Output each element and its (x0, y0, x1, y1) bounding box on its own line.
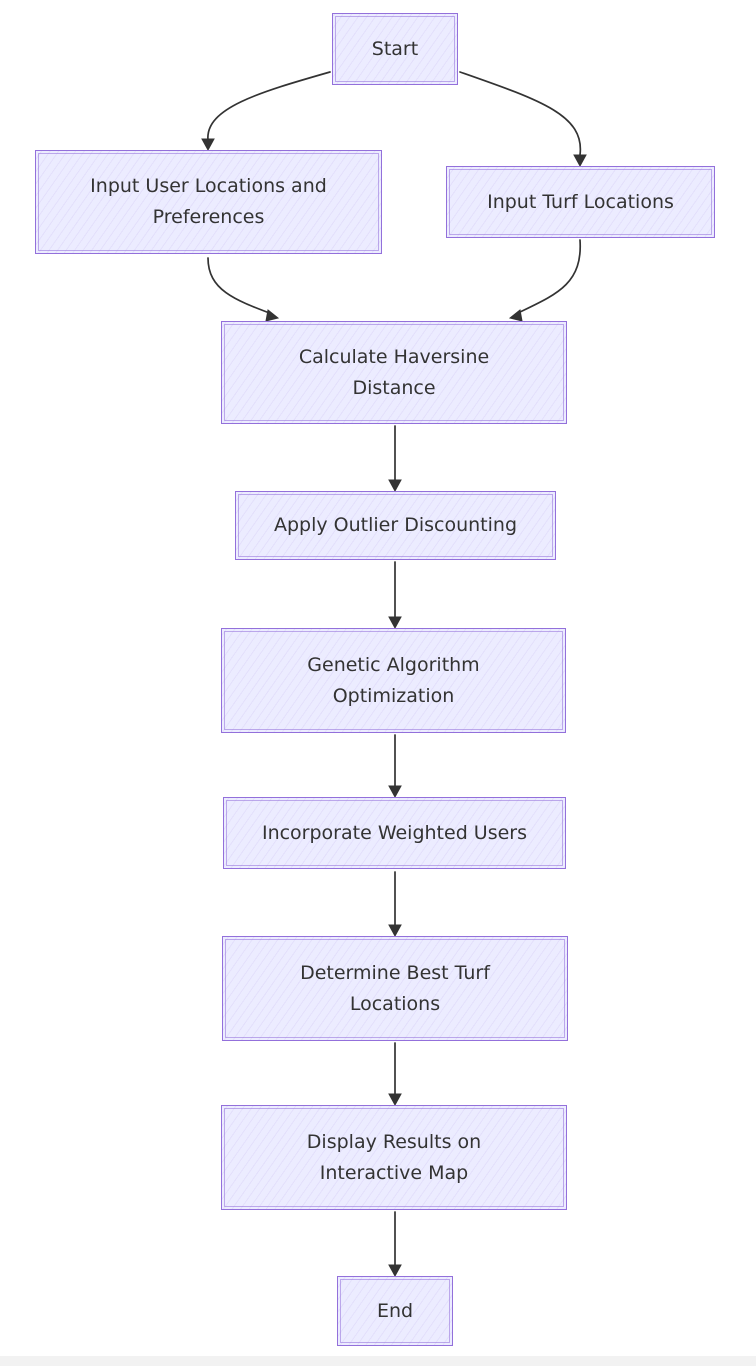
node-end-label: End (376, 1299, 414, 1322)
node-end[interactable]: End (337, 1276, 453, 1346)
node-determine-best-turf-label: Determine Best Turf Locations (300, 961, 490, 1015)
node-start-label: Start (371, 37, 419, 60)
node-display-results-label: Display Results on Interactive Map (306, 1130, 482, 1184)
node-incorporate-weighted-label: Incorporate Weighted Users (261, 821, 528, 844)
edge-start-to-input-user (207, 71, 331, 141)
edge-input-user-to-haversine (207, 257, 273, 315)
edge-start-to-input-turf (459, 71, 582, 156)
arrowhead-input-turf (573, 154, 587, 168)
node-determine-best-turf[interactable]: Determine Best Turf Locations (222, 936, 568, 1041)
node-apply-outlier[interactable]: Apply Outlier Discounting (235, 491, 556, 560)
arrowhead-input-user (201, 138, 215, 152)
node-input-turf-locations[interactable]: Input Turf Locations (446, 166, 715, 238)
node-genetic-algorithm-label: Genetic Algorithm Optimization (307, 653, 480, 707)
arrowhead-haversine-right (508, 309, 523, 322)
node-incorporate-weighted[interactable]: Incorporate Weighted Users (223, 797, 566, 869)
arrowhead-display (388, 1093, 402, 1107)
node-calculate-haversine[interactable]: Calculate Haversine Distance (221, 321, 567, 424)
node-input-turf-locations-label: Input Turf Locations (487, 190, 674, 213)
arrowhead-best-turf (388, 924, 402, 938)
arrowhead-end (388, 1264, 402, 1278)
node-apply-outlier-label: Apply Outlier Discounting (273, 514, 518, 536)
edge-input-turf-to-haversine (515, 239, 581, 315)
node-display-results[interactable]: Display Results on Interactive Map (221, 1105, 567, 1210)
node-calculate-haversine-label: Calculate Haversine Distance (298, 345, 490, 399)
bottom-strip (0, 1356, 756, 1366)
arrowhead-haversine-left (265, 309, 280, 322)
arrowhead-weighted (388, 785, 402, 799)
node-input-user-locations-label: Input User Locations and Preferences (90, 175, 327, 228)
node-start[interactable]: Start (332, 13, 458, 85)
arrowhead-outlier (388, 479, 402, 493)
node-input-user-locations[interactable]: Input User Locations and Preferences (35, 150, 382, 254)
node-genetic-algorithm[interactable]: Genetic Algorithm Optimization (221, 628, 566, 733)
arrowhead-genetic (388, 616, 402, 630)
